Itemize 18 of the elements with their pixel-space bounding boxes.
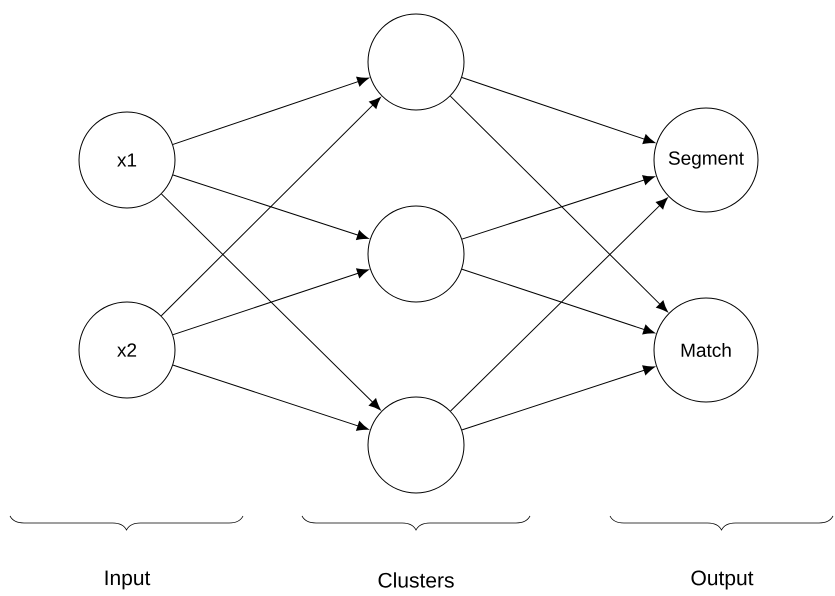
arrow	[160, 97, 381, 316]
group-label: Input	[106, 570, 150, 590]
arrow	[462, 175, 655, 240]
arrow	[172, 268, 369, 336]
empty-neuron-circle	[368, 396, 464, 494]
arrow	[161, 194, 381, 410]
empty-neuron-circle	[368, 14, 464, 110]
arrow	[462, 365, 655, 430]
arrow	[450, 96, 668, 312]
group-label: Clusters	[378, 572, 454, 588]
arrow	[172, 76, 369, 145]
group-label: Output	[691, 570, 754, 590]
arrow	[450, 198, 668, 412]
arrow	[172, 364, 369, 431]
arrow	[462, 268, 655, 334]
arrow	[172, 174, 369, 240]
arrow	[461, 77, 656, 144]
empty-neuron-circle	[368, 206, 464, 302]
